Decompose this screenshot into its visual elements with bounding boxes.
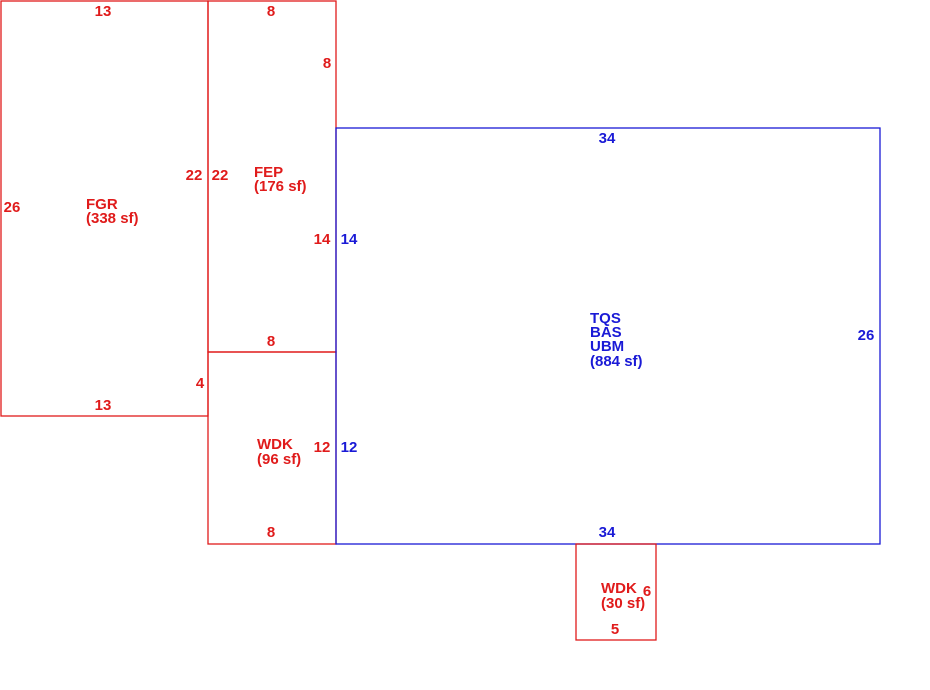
fgr-area: 13 26 22 13 FGR (338 sf): [0, 0, 209, 417]
wdk-small-area-value: (30 sf): [601, 595, 645, 612]
fgr-dim-bottom: 13: [95, 397, 112, 414]
wdk-left-dim-left-upper: 4: [196, 375, 205, 392]
fgr-dim-left: 26: [4, 199, 21, 216]
wdk-left-dim-bottom: 8: [267, 524, 275, 541]
wdk-left-area: 4 12 8 WDK (96 sf): [196, 351, 337, 545]
main-dim-left-lower: 12: [341, 439, 358, 456]
wdk-small-outline: [575, 543, 657, 641]
wdk-small-dim-bottom: 5: [611, 621, 619, 638]
main-dim-top: 34: [599, 130, 616, 147]
fep-area: 8 8 22 14 8 FEP (176 sf): [207, 0, 337, 353]
fep-dim-top: 8: [267, 3, 275, 20]
main-dim-bottom: 34: [599, 524, 616, 541]
wdk-small-code: WDK: [601, 580, 637, 597]
wdk-left-code: WDK: [257, 436, 293, 453]
fep-dim-left: 22: [212, 167, 229, 184]
main-area: 34 14 12 26 34 TQS BAS UBM (884 sf): [335, 127, 881, 545]
fgr-dim-top: 13: [95, 3, 112, 20]
fgr-dim-right: 22: [186, 167, 203, 184]
main-code-2: BAS: [590, 324, 622, 341]
fep-dim-bottom: 8: [267, 333, 275, 350]
wdk-left-area-value: (96 sf): [257, 451, 301, 468]
fep-area-value: (176 sf): [254, 178, 307, 195]
main-code-1: TQS: [590, 310, 621, 327]
fep-dim-right-upper: 8: [323, 55, 331, 72]
wdk-small-dim-right: 6: [643, 583, 651, 600]
wdk-small-area: 6 5 WDK (30 sf): [575, 543, 657, 641]
main-code-3: UBM: [590, 338, 624, 355]
main-area-value: (884 sf): [590, 353, 643, 370]
fgr-code: FGR: [86, 196, 118, 213]
fep-code: FEP: [254, 164, 283, 181]
fgr-area-value: (338 sf): [86, 210, 139, 227]
main-dim-left-upper: 14: [341, 231, 358, 248]
main-dim-right: 26: [858, 327, 875, 344]
wdk-left-dim-right: 12: [314, 439, 331, 456]
fep-dim-right-lower: 14: [314, 231, 331, 248]
